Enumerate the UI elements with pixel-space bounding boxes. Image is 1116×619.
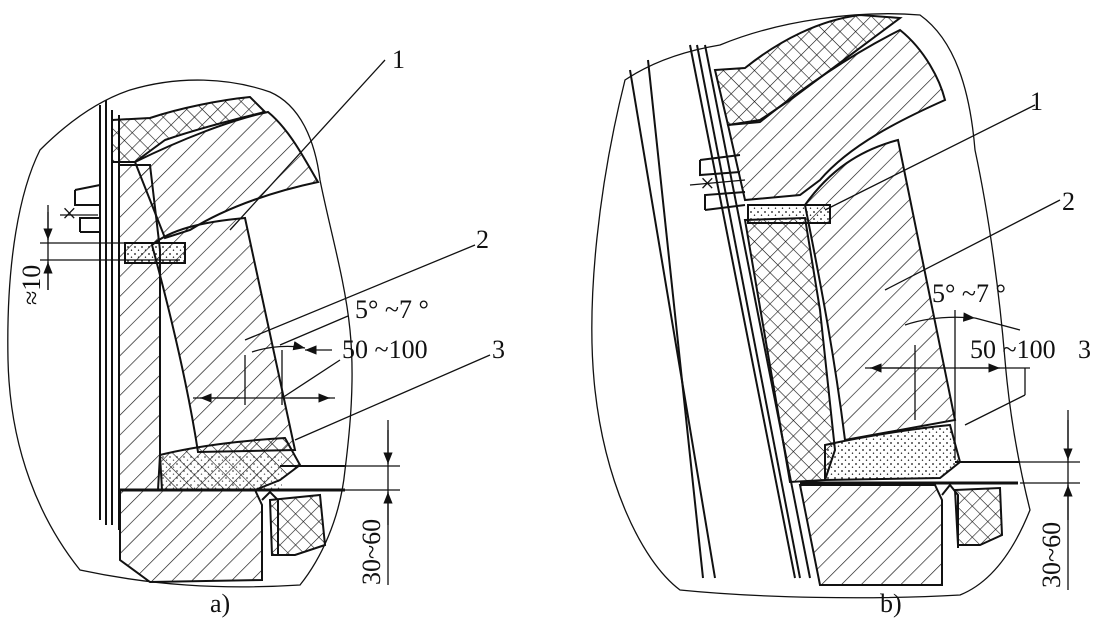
figure-a-break-outline — [7, 79, 353, 588]
figure-b-upper-brick — [726, 28, 947, 202]
figure-b-joint — [941, 483, 959, 548]
figure-b-leader-3 — [964, 394, 1026, 426]
figure-a-angle-leader — [279, 315, 349, 346]
figure-b-angle-arc — [904, 312, 976, 326]
figure-b-shell-line — [704, 44, 811, 579]
figure-a-bottom-dots — [162, 455, 282, 490]
figure-b-shell-line — [696, 44, 801, 579]
figure-b-seal-1 — [747, 204, 831, 224]
figure-a-caption: a) — [210, 589, 230, 618]
figure-a: × 1 — [7, 45, 505, 618]
figure-b-shell-line — [629, 69, 716, 579]
figure-a-callout-3: 3 — [492, 335, 505, 364]
figure-b: × 1 2 3 5° ~7 ° 50 ~100 — [591, 13, 1091, 618]
figure-a-angle-arc — [251, 341, 306, 353]
figure-b-width-label: 50 ~100 — [970, 335, 1056, 364]
figure-b-callout-2: 2 — [1062, 187, 1075, 216]
figure-b-bracket — [699, 154, 746, 211]
figure-b-break-outline — [591, 13, 1031, 599]
figure-a-star: × — [62, 199, 77, 228]
figure-b-shell-line — [689, 44, 796, 579]
figure-a-leader-3 — [294, 354, 491, 441]
figure-b-callout-1: 1 — [1030, 87, 1043, 116]
figure-b-angle-leader — [974, 317, 1021, 331]
figure-a-base-hatch — [119, 489, 263, 584]
figure-a-callout-2: 2 — [476, 225, 489, 254]
figure-b-main-brick-2 — [803, 138, 957, 442]
figure-a-upper-brick — [133, 110, 320, 240]
figure-a-width-leader — [281, 359, 341, 399]
figure-a-leader-2 — [244, 244, 476, 341]
figure-b-star: × — [700, 169, 715, 198]
figure-b-bottom-right-block — [953, 486, 1004, 546]
figure-b-bracket-axis — [689, 179, 746, 186]
figure-a-angle-label: 5° ~7 ° — [355, 295, 429, 324]
figure-a-gap-label: ≈10 — [17, 265, 46, 305]
figure-b-caption: b) — [880, 589, 902, 618]
figure-a-joint — [261, 490, 279, 555]
figure-b-leader-2 — [884, 199, 1061, 291]
figure-b-base-hatch — [798, 484, 943, 586]
figure-a-bottom-right-block — [268, 493, 327, 556]
figure-b-shell-line — [647, 59, 704, 579]
figure-b-leader-1 — [824, 104, 1036, 211]
figure-a-width-label: 50 ~100 — [342, 335, 428, 364]
figure-b-angle-label: 5° ~7 ° — [932, 279, 1006, 308]
figure-a-leader-1 — [229, 59, 386, 231]
figure-a-callout-1: 1 — [392, 45, 405, 74]
figure-a-side-wall — [118, 164, 161, 491]
figure-a-height-label: 30~60 — [357, 519, 386, 585]
figure-b-height-label: 30~60 — [1037, 522, 1066, 588]
figure-b-callout-3: 3 — [1078, 335, 1091, 364]
figure-a-bracket — [74, 184, 101, 233]
